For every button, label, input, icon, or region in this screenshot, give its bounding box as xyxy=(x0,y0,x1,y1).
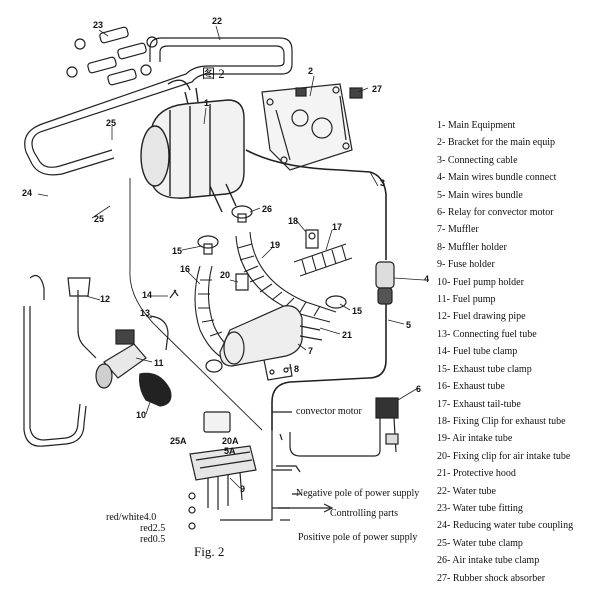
main-equipment-bracket xyxy=(261,83,353,171)
legend-item: 25- Water tube clamp xyxy=(437,537,523,549)
legend-item: 19- Air intake tube xyxy=(437,433,513,445)
callout-label: 3 xyxy=(380,178,385,188)
fuel-drawing-pipe xyxy=(23,275,97,447)
legend-item: 8- Muffler holder xyxy=(437,241,507,253)
controlling-parts-label: Controlling parts xyxy=(330,508,398,519)
callout-label: 14 xyxy=(142,290,152,300)
legend-item: 4- Main wires bundle connect xyxy=(437,172,557,184)
legend-item: 26- Air intake tube clamp xyxy=(437,555,540,567)
callout-label: 15 xyxy=(172,246,182,256)
legend-item: 6- Relay for convector motor xyxy=(437,207,554,219)
legend-item: 2- Bracket for the main equip xyxy=(437,137,556,149)
figure-caption-cn: 图 2 xyxy=(202,66,225,81)
callout-label: 2 xyxy=(308,66,313,76)
callout-label: 9 xyxy=(240,484,245,494)
callout-label: 25 xyxy=(106,118,116,128)
callout-label: 25 xyxy=(94,214,104,224)
wire-labels: convector motor Negative pole of power s… xyxy=(106,406,419,545)
exhaust-tube-clamps xyxy=(197,235,347,373)
output-wires xyxy=(272,411,334,521)
legend-item: 22- Water tube xyxy=(437,485,496,497)
exhaust-tail-tube xyxy=(293,243,353,277)
red25-label: red2.5 xyxy=(140,523,165,534)
callout-label: 22 xyxy=(212,16,222,26)
legend-item: 17- Exhaust tail-tube xyxy=(437,398,521,410)
parts-legend: 1- Main Equipment 2- Bracket for the mai… xyxy=(437,117,597,587)
callout-leaders xyxy=(37,25,425,489)
convector-relay xyxy=(289,397,399,457)
callout-label: 17 xyxy=(332,222,342,232)
legend-item: 21- Protective hood xyxy=(437,468,516,480)
legend-item: 27- Rubber shock absorber xyxy=(437,572,546,584)
callout-label: 16 xyxy=(180,264,190,274)
figure-caption: Fig. 2 xyxy=(194,544,224,559)
callout-label: 7 xyxy=(308,346,313,356)
connecting-fuel-tube xyxy=(149,289,179,351)
positive-pole-label: Positive pole of power supply xyxy=(298,532,417,543)
fuse-holder xyxy=(188,411,257,530)
exhaust-tube xyxy=(194,265,235,361)
callout-label: 10 xyxy=(136,410,146,420)
legend-item: 3- Connecting cable xyxy=(437,154,518,166)
main-equipment xyxy=(140,79,245,213)
callout-label: 4 xyxy=(424,274,429,284)
red05-label: red0.5 xyxy=(140,534,165,545)
callout-label: 18 xyxy=(288,216,298,226)
legend-item: 1- Main Equipment xyxy=(437,120,516,131)
legend-item: 14- Fuel tube clamp xyxy=(437,346,518,358)
callout-label: 1 xyxy=(204,98,209,108)
water-tube xyxy=(24,37,293,176)
main-wires-bundle xyxy=(220,261,395,521)
fuel-pump-holder xyxy=(139,372,172,407)
callout-label: 21 xyxy=(342,330,352,340)
figure-captions: 图 2 Fig. 2 xyxy=(194,66,225,559)
fuse-label-25a: 25A xyxy=(170,436,187,446)
fuse-label-20a: 20A xyxy=(222,436,239,446)
callout-label: 12 xyxy=(100,294,110,304)
legend-item: 5- Main wires bundle xyxy=(437,189,523,201)
callout-label: 19 xyxy=(270,240,280,250)
callout-label: 11 xyxy=(154,358,164,368)
callout-label: 5 xyxy=(406,320,411,330)
callout-label: 23 xyxy=(93,20,103,30)
fuse-labels: 25A 20A 5A xyxy=(170,436,239,456)
connecting-cable xyxy=(245,149,387,260)
callout-label: 15 xyxy=(352,306,362,316)
legend-item: 24- Reducing water tube coupling xyxy=(437,520,574,532)
rubber-shock-absorber xyxy=(295,87,363,99)
legend-item: 11- Fuel pump xyxy=(437,294,496,306)
fuel-pump xyxy=(95,329,147,389)
callout-label: 20 xyxy=(220,270,230,280)
callout-label: 13 xyxy=(140,308,150,318)
callout-numbers: 23 22 2 27 1 25 24 25 3 26 18 17 19 15 1… xyxy=(22,16,429,494)
legend-item: 18- Fixing Clip for exhaust tube xyxy=(437,415,566,427)
callout-label: 27 xyxy=(372,84,382,94)
legend-item: 20- Fixing clip for air intake tube xyxy=(437,450,571,462)
air-intake-tube-clamp xyxy=(231,205,253,223)
callout-label: 24 xyxy=(22,188,32,198)
legend-item: 7- Muffler xyxy=(437,224,479,236)
legend-item: 9- Fuse holder xyxy=(437,259,495,271)
muffler-holder xyxy=(263,359,293,381)
legend-item: 15- Exhaust tube clamp xyxy=(437,363,532,375)
exhaust-tube-fixing-clip xyxy=(305,229,319,249)
fuse-label-5a: 5A xyxy=(224,446,236,456)
red-white-label: red/white4.0 xyxy=(106,512,156,523)
callout-label: 6 xyxy=(416,384,421,394)
legend-item: 12- Fuel drawing pipe xyxy=(437,311,526,323)
legend-item: 23- Water tube fitting xyxy=(437,502,523,514)
water-tube-fittings xyxy=(66,26,158,86)
callout-label: 8 xyxy=(294,364,299,374)
air-intake-fixing-clip xyxy=(235,273,249,291)
legend-item: 13- Connecting fuel tube xyxy=(437,328,537,340)
muffler xyxy=(219,305,323,367)
negative-pole-label: Negative pole of power supply xyxy=(296,488,419,499)
fuel-routing-line xyxy=(129,178,263,431)
callout-label: 26 xyxy=(262,204,272,214)
legend-item: 10- Fuel pump holder xyxy=(437,276,524,288)
legend-item: 16- Exhaust tube xyxy=(437,381,505,393)
convector-motor-label: convector motor xyxy=(296,406,362,417)
